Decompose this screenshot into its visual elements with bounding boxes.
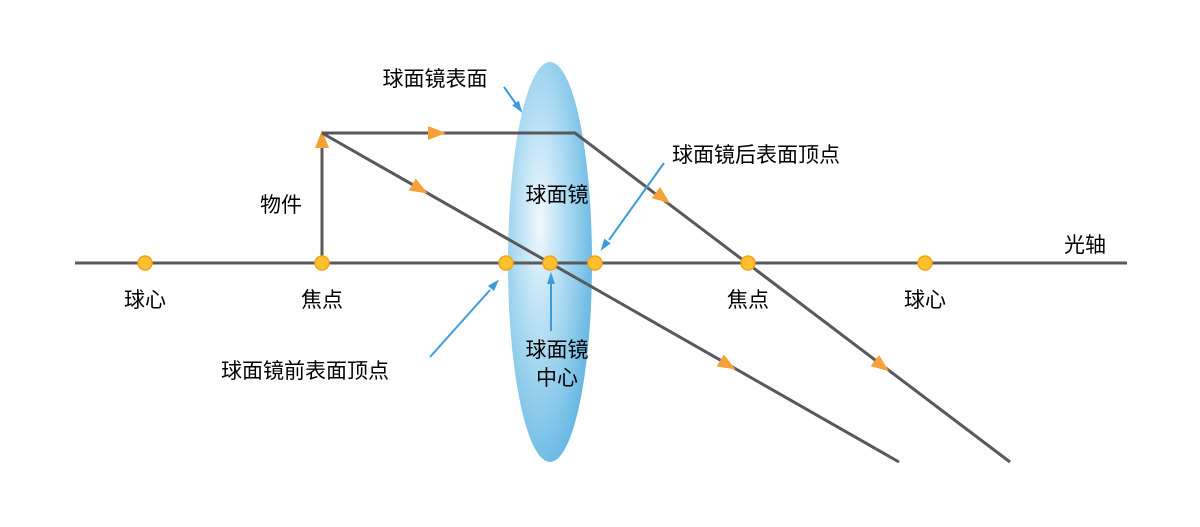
leader-lens-center-arrowhead: [547, 272, 555, 284]
point-sphere-center-left: [137, 255, 153, 271]
point-lens-center: [542, 255, 558, 271]
point-focus-right: [740, 255, 756, 271]
focus-left-label: 焦点: [301, 288, 343, 312]
ray-arrowhead: [651, 186, 671, 204]
lens-center-label-line1: 球面镜: [525, 338, 589, 362]
ray-arrowhead: [408, 178, 428, 194]
point-front-vertex: [498, 255, 514, 271]
lens-label: 球面镜: [525, 183, 589, 207]
leader-back-vertex-arrowhead: [600, 238, 611, 251]
center-ray: [321, 131, 900, 464]
surface-label: 球面镜表面: [382, 67, 488, 91]
focus-right-label: 焦点: [727, 288, 769, 312]
object-label: 物件: [260, 193, 302, 217]
point-back-vertex: [587, 255, 603, 271]
sphere-center-left-label: 球心: [124, 288, 166, 312]
back-vertex-label: 球面镜后表面顶点: [672, 143, 840, 167]
parallel-ray: [322, 131, 1011, 464]
ray-arrowhead: [716, 354, 736, 370]
leader-surface: [503, 86, 517, 105]
front-vertex-label: 球面镜前表面顶点: [221, 359, 389, 383]
ray-arrowhead: [428, 126, 446, 140]
lens-center-label: 球面镜 中心: [526, 336, 589, 393]
sphere-center-right-label: 球心: [904, 288, 946, 312]
point-sphere-center-right: [917, 255, 933, 271]
object-arrowhead: [315, 130, 329, 148]
axis-label: 光轴: [1064, 233, 1106, 257]
leader-surface-arrowhead: [512, 100, 523, 113]
point-focus-left: [314, 255, 330, 271]
leader-back-vertex: [608, 162, 665, 241]
leader-front-vertex: [429, 289, 491, 358]
lens-center-label-line2: 中心: [536, 366, 578, 391]
ray-arrowhead: [870, 354, 890, 372]
leader-front-vertex-arrowhead: [488, 279, 500, 292]
